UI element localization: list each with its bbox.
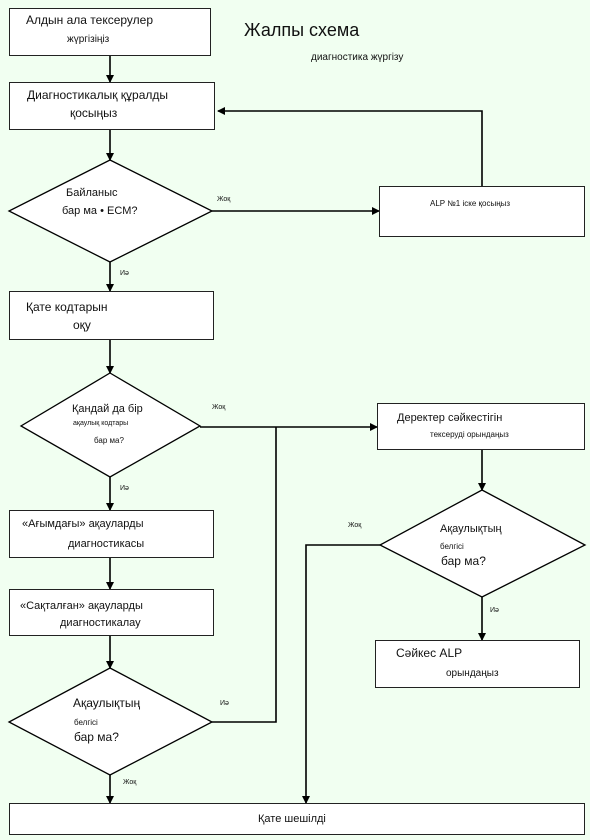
box-data-check: Деректер сәйкестігін тексеруді орындаңыз [377,403,585,450]
any-codes-line2: ақаулық кодтары [73,420,129,427]
box-resolved: Қате шешілді [9,803,585,835]
page-title: Жалпы схема [244,20,360,40]
arrow-symptom-right-to-resolved [302,544,380,804]
diamond-any-codes [19,372,202,478]
diamond-symptom-left [7,667,214,776]
box-alp1: ALP №1 іске қосыңыз [379,186,585,237]
comm-ecm-line2: бар ма • ECM? [62,205,138,217]
box-matching-alp: Сәйкес ALP орындаңыз [375,640,580,688]
label-no-symptom-left: Жоқ [123,779,137,786]
box-read-codes: Қате кодтарын оқу [9,291,214,340]
label-no-comm: Жоқ [217,196,231,203]
box-connect-tool: Диагностикалық құралды қосыңыз [9,82,215,130]
symptom-left-line2: белгісі [74,718,98,727]
symptom-left-line3: бар ма? [74,730,119,744]
box-stored-faults: «Сақталған» ақауларды диагностикалау [9,589,214,636]
any-codes-line1: Қандай да бір [72,403,143,415]
arrow-alp1-loop [217,107,483,186]
line-symptom-yes [212,427,277,723]
label-yes-codes: Иә [120,485,129,492]
diamond-symptom-right [378,489,587,598]
symptom-left-line1: Ақаулықтың [73,696,141,710]
label-no-codes: Жоқ [212,404,226,411]
label-yes-comm: Иә [120,270,129,277]
box-live-faults: «Ағымдағы» ақауларды диагностикасы [9,510,214,558]
page-subtitle: диагностика жүргізу [311,52,404,63]
label-no-symptom-right: Жоқ [348,522,362,529]
comm-ecm-line1: Байланыс [66,187,118,199]
symptom-right-line2: белгісі [440,542,464,551]
diamond-comm-ecm [7,159,214,263]
symptom-right-line1: Ақаулықтың [440,523,502,535]
label-yes-symptom-right: Иә [490,607,499,614]
symptom-right-line3: бар ма? [441,554,486,568]
box-precheck: Алдын ала тексерулер жүргізіңіз [9,8,211,56]
any-codes-line3: бар ма? [94,436,124,445]
label-yes-symptom-left: Иә [220,700,229,707]
